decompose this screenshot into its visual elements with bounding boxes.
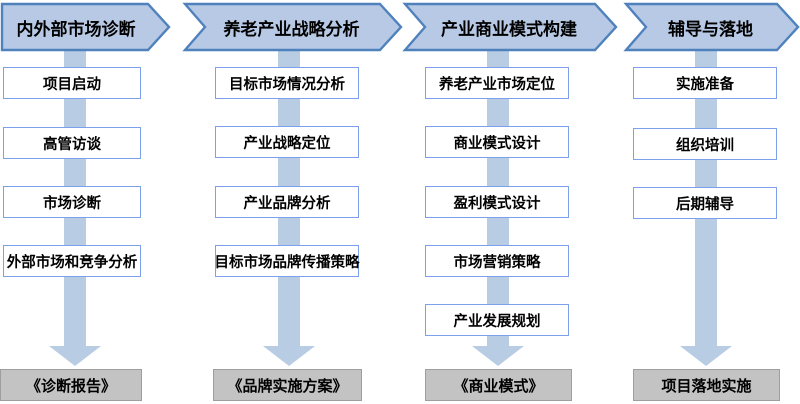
step-box: 项目启动	[3, 67, 141, 99]
phase-arrows-layer	[0, 2, 800, 52]
step-box: 高管访谈	[3, 127, 141, 159]
flow-arrow-head	[680, 346, 732, 366]
output-box: 《诊断报告》	[0, 369, 142, 401]
flow-arrow-head	[263, 346, 315, 366]
phase-header-label: 产业商业模式构建	[441, 19, 577, 39]
step-box: 产业发展规划	[425, 304, 569, 336]
output-box: 项目落地实施	[633, 369, 780, 401]
output-box: 《品牌实施方案》	[213, 369, 362, 401]
step-box: 目标市场情况分析	[215, 67, 359, 99]
step-box: 产业战略定位	[215, 126, 359, 158]
step-box: 产业品牌分析	[215, 186, 359, 218]
flow-arrow-head	[472, 346, 524, 366]
phase-header-label: 内外部市场诊断	[16, 19, 136, 39]
step-box: 组织培训	[633, 128, 777, 160]
step-box: 目标市场品牌传播策略	[215, 245, 360, 277]
step-box: 盈利模式设计	[425, 186, 569, 218]
phase-header-label: 辅导与落地	[668, 19, 753, 39]
flow-arrow-head	[49, 346, 101, 366]
step-box: 后期辅导	[633, 187, 777, 219]
phase-chevron-shape	[0, 2, 171, 52]
output-box: 《商业模式》	[425, 369, 572, 401]
phase-header-label: 养老产业战略分析	[223, 19, 360, 39]
phase-chevron-shape	[182, 2, 403, 52]
step-box: 实施准备	[633, 67, 777, 99]
step-box: 外部市场和竞争分析	[3, 245, 141, 277]
step-box: 市场营销策略	[425, 245, 569, 277]
step-box: 商业模式设计	[425, 126, 569, 158]
phase-chevron-shape	[623, 2, 800, 52]
step-box: 养老产业市场定位	[425, 67, 569, 99]
step-box: 市场诊断	[3, 186, 141, 218]
phase-chevron-shape	[402, 2, 618, 52]
